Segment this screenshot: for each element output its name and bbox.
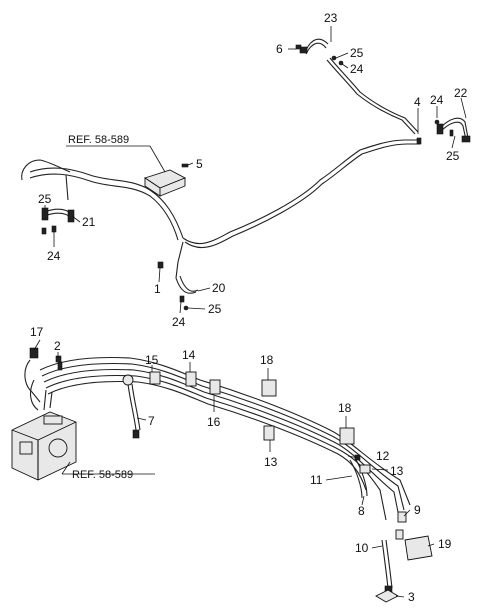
clip-18b-icon — [339, 427, 355, 445]
callout-1: 1 — [154, 282, 161, 296]
bolt-icon — [295, 44, 302, 50]
callout-25-right: 25 — [446, 149, 460, 163]
callout-11: 11 — [310, 473, 323, 487]
clip-14-icon — [185, 371, 197, 387]
hose-23 — [305, 38, 329, 51]
callout-16: 16 — [207, 415, 221, 429]
callout-25-top: 25 — [350, 46, 364, 60]
callout-5: 5 — [196, 157, 203, 171]
clip-16-icon — [209, 379, 221, 395]
callout-4: 4 — [414, 95, 421, 109]
callout-24-right: 24 — [430, 93, 444, 107]
callout-9: 9 — [414, 503, 421, 517]
callout-7: 7 — [148, 414, 155, 428]
callout-3: 3 — [408, 590, 415, 604]
callout-19: 19 — [438, 537, 452, 551]
callout-24-mid: 24 — [172, 315, 186, 329]
callout-13-left: 13 — [264, 455, 278, 469]
callout-21: 21 — [82, 215, 96, 229]
rear-brake-line-b — [184, 143, 420, 249]
callout-17: 17 — [30, 325, 44, 339]
ref-label-bottom: REF. 58-589 — [72, 469, 133, 481]
callout-8: 8 — [358, 504, 365, 518]
main-brake-line-bundle — [39, 356, 411, 521]
callout-22: 22 — [454, 86, 468, 100]
callout-2: 2 — [54, 339, 61, 353]
callout-18-right: 18 — [338, 401, 352, 415]
hose-20 — [175, 277, 197, 294]
callout-12: 12 — [376, 449, 390, 463]
callout-14: 14 — [182, 348, 196, 362]
gasket-icon — [375, 589, 399, 603]
upper-line — [329, 57, 419, 133]
callout-10: 10 — [355, 541, 369, 555]
clip-18a-icon — [261, 379, 277, 397]
callout-25-mid: 25 — [208, 302, 222, 316]
rear-brake-line — [182, 139, 420, 245]
callout-6: 6 — [276, 42, 283, 56]
callout-23: 23 — [324, 11, 338, 25]
callout-18-left: 18 — [260, 353, 274, 367]
callout-20: 20 — [212, 281, 226, 295]
hose-7 — [127, 383, 137, 431]
bracket-icon — [404, 535, 433, 561]
callout-13-right: 13 — [390, 464, 404, 478]
clip-13-icon — [263, 425, 275, 441]
callout-25-left: 25 — [38, 192, 52, 206]
callout-24-left: 24 — [47, 249, 61, 263]
sensor-module-icon — [143, 163, 189, 197]
abs-module-icon — [11, 411, 77, 481]
ref-label-top: REF. 58-589 — [68, 134, 129, 146]
callout-24-top: 24 — [350, 62, 364, 76]
hose-10 — [381, 539, 389, 589]
clip-icon — [331, 55, 337, 61]
callout-15: 15 — [145, 353, 159, 367]
